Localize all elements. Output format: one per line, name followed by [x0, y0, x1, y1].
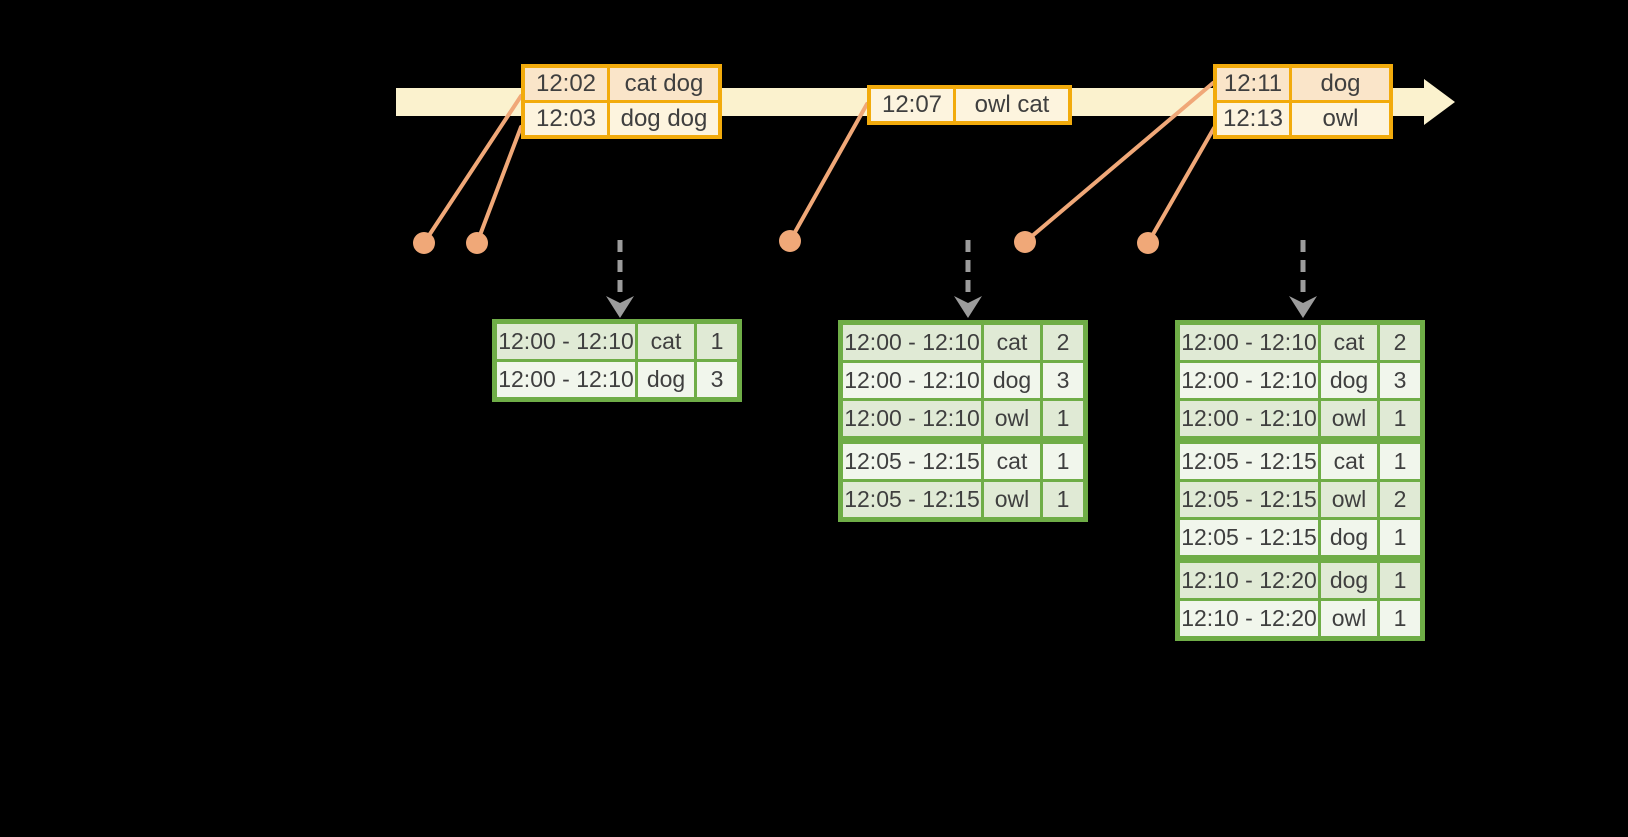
window-cell: 12:10 - 12:20 [1180, 601, 1318, 636]
event-time-cell: 12:03 [525, 103, 607, 135]
event-dot [1137, 232, 1159, 254]
event-dot [779, 230, 801, 252]
trigger-arrowhead-icon [606, 296, 634, 318]
result-table-3: 12:00 - 12:10 cat 2 12:00 - 12:10 dog 3 … [1175, 320, 1425, 641]
count-cell: 1 [1043, 444, 1083, 479]
window-cell: 12:05 - 12:15 [1180, 482, 1318, 517]
event-box-3: 12:11 dog 12:13 owl [1213, 64, 1393, 139]
window-cell: 12:00 - 12:10 [497, 362, 635, 397]
event-dot [1014, 231, 1036, 253]
word-cell: owl [984, 401, 1040, 436]
count-cell: 2 [1043, 325, 1083, 360]
result-table-2: 12:00 - 12:10 cat 2 12:00 - 12:10 dog 3 … [838, 320, 1088, 522]
event-words-cell: dog dog [610, 103, 718, 135]
word-cell: dog [1321, 363, 1377, 398]
event-connector-line [475, 125, 523, 245]
window-cell: 12:00 - 12:10 [843, 401, 981, 436]
window-group: 12:05 - 12:15 cat 1 12:05 - 12:15 owl 1 [843, 444, 1083, 517]
event-box-1: 12:02 cat dog 12:03 dog dog [521, 64, 722, 139]
word-cell: owl [1321, 401, 1377, 436]
event-connector-line [422, 94, 523, 245]
event-words-cell: dog [1292, 68, 1389, 100]
event-connector-line [1146, 126, 1216, 245]
word-cell: cat [638, 324, 694, 359]
event-connector-line [1023, 81, 1215, 244]
timeline-arrowhead-icon [1424, 79, 1455, 125]
window-group: 12:00 - 12:10 cat 1 12:00 - 12:10 dog 3 [497, 324, 737, 397]
event-words-cell: owl [1292, 103, 1389, 135]
window-cell: 12:05 - 12:15 [1180, 444, 1318, 479]
event-dot [413, 232, 435, 254]
word-cell: cat [1321, 444, 1377, 479]
event-dot [466, 232, 488, 254]
count-cell: 1 [1380, 444, 1420, 479]
count-cell: 1 [1380, 401, 1420, 436]
count-cell: 1 [1043, 401, 1083, 436]
word-cell: dog [638, 362, 694, 397]
window-cell: 12:05 - 12:15 [1180, 520, 1318, 555]
word-cell: cat [984, 325, 1040, 360]
window-group: 12:05 - 12:15 cat 1 12:05 - 12:15 owl 2 … [1180, 444, 1420, 555]
window-cell: 12:05 - 12:15 [843, 444, 981, 479]
window-cell: 12:00 - 12:10 [497, 324, 635, 359]
count-cell: 3 [1043, 363, 1083, 398]
event-time-cell: 12:13 [1217, 103, 1289, 135]
window-cell: 12:00 - 12:10 [1180, 363, 1318, 398]
word-cell: cat [1321, 325, 1377, 360]
result-table-1: 12:00 - 12:10 cat 1 12:00 - 12:10 dog 3 [492, 319, 742, 402]
event-words-cell: owl cat [956, 89, 1068, 121]
window-cell: 12:00 - 12:10 [1180, 325, 1318, 360]
count-cell: 1 [1380, 520, 1420, 555]
event-box-2: 12:07 owl cat [867, 85, 1072, 125]
word-cell: owl [1321, 482, 1377, 517]
count-cell: 1 [697, 324, 737, 359]
count-cell: 2 [1380, 482, 1420, 517]
count-cell: 3 [697, 362, 737, 397]
event-words-cell: cat dog [610, 68, 718, 100]
window-cell: 12:00 - 12:10 [843, 363, 981, 398]
count-cell: 3 [1380, 363, 1420, 398]
word-cell: cat [984, 444, 1040, 479]
window-group: 12:00 - 12:10 cat 2 12:00 - 12:10 dog 3 … [843, 325, 1083, 436]
event-time-cell: 12:02 [525, 68, 607, 100]
event-time-cell: 12:11 [1217, 68, 1289, 100]
window-cell: 12:00 - 12:10 [843, 325, 981, 360]
word-cell: dog [1321, 563, 1377, 598]
window-cell: 12:00 - 12:10 [1180, 401, 1318, 436]
count-cell: 1 [1380, 563, 1420, 598]
count-cell: 2 [1380, 325, 1420, 360]
word-cell: dog [984, 363, 1040, 398]
event-connector-line [788, 102, 869, 243]
trigger-arrowhead-icon [954, 296, 982, 318]
word-cell: owl [984, 482, 1040, 517]
word-cell: owl [1321, 601, 1377, 636]
count-cell: 1 [1043, 482, 1083, 517]
word-cell: dog [1321, 520, 1377, 555]
window-cell: 12:05 - 12:15 [843, 482, 981, 517]
event-time-cell: 12:07 [871, 89, 953, 121]
trigger-arrowhead-icon [1289, 296, 1317, 318]
window-cell: 12:10 - 12:20 [1180, 563, 1318, 598]
window-group: 12:00 - 12:10 cat 2 12:00 - 12:10 dog 3 … [1180, 325, 1420, 436]
window-group: 12:10 - 12:20 dog 1 12:10 - 12:20 owl 1 [1180, 563, 1420, 636]
count-cell: 1 [1380, 601, 1420, 636]
